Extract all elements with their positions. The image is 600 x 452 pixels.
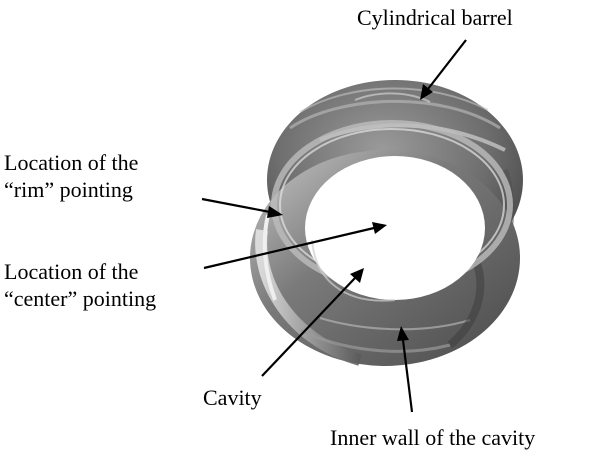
label-center-line-2: “center” pointing [4,286,157,311]
label-center-line-1: Location of the [4,259,139,284]
arrow-cavity [261,268,364,377]
label-cylindrical-barrel: Cylindrical barrel [357,5,513,30]
label-rim-line-2: “rim” pointing [4,177,133,202]
label-rim-pointing: Location of the “rim” pointing [4,149,138,203]
label-rim-line-1: Location of the [4,150,139,175]
arrow-rim-pointing [201,197,283,218]
arrow-center-pointing [203,222,387,270]
label-center-pointing: Location of the “center” pointing [4,258,156,312]
label-cavity: Cavity [203,385,262,410]
arrow-inner-wall [397,326,414,413]
cavity-opening-shape [305,156,485,300]
label-inner-wall: Inner wall of the cavity [330,425,536,450]
arrow-cylindrical-barrel [420,39,467,100]
